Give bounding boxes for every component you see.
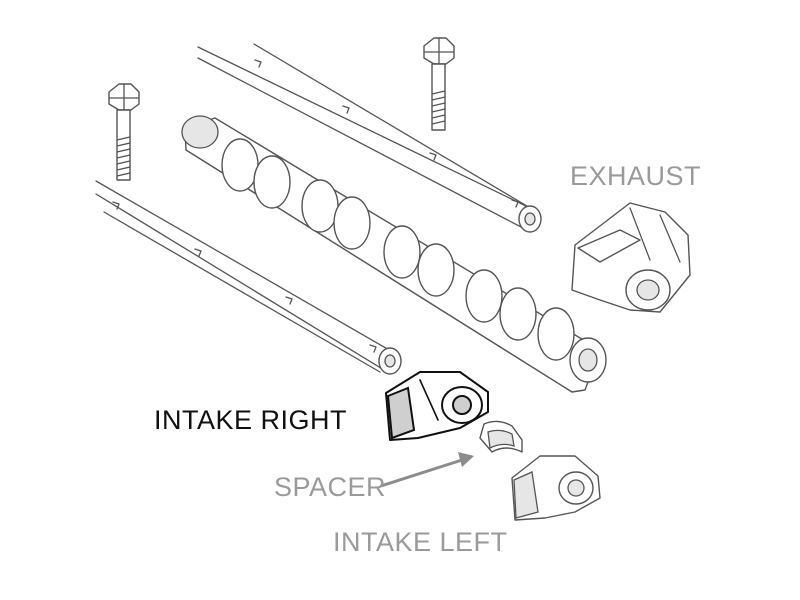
exhaust-label: EXHAUST (570, 161, 702, 191)
upper-rocker-shaft (197, 43, 542, 233)
spacer (479, 420, 523, 453)
left-bolt (108, 83, 140, 181)
cam-lobes (221, 138, 575, 361)
exhaust-rocker-arm (571, 202, 691, 313)
intake-left-rocker-arm (511, 455, 601, 521)
intake-right-label: INTAKE RIGHT (154, 405, 348, 435)
lower-rocker-shaft (95, 180, 402, 375)
intake-right-rocker-arm (385, 371, 489, 441)
right-bolt (423, 37, 455, 131)
intake-left-label: INTAKE LEFT (333, 527, 508, 557)
camshaft (181, 115, 607, 393)
spacer-label: SPACER (274, 472, 387, 502)
spacer-arrow (380, 452, 474, 488)
